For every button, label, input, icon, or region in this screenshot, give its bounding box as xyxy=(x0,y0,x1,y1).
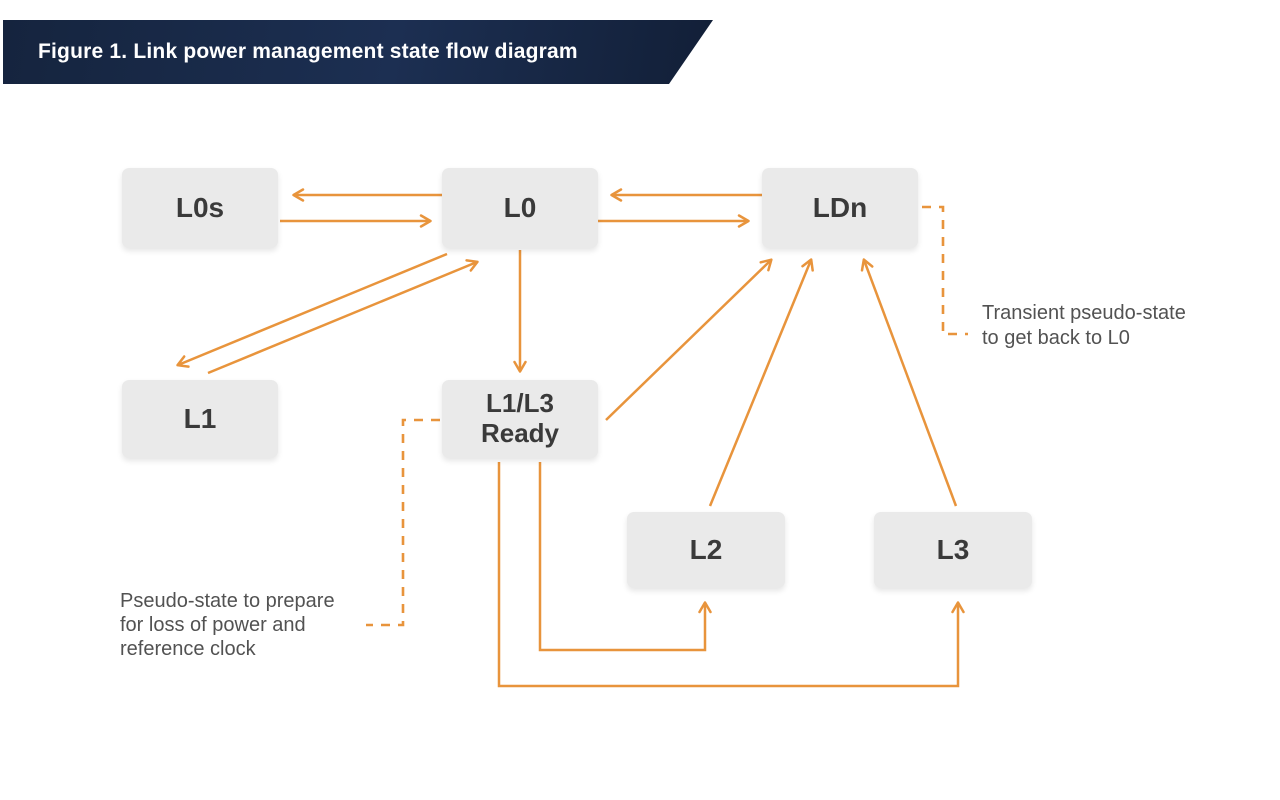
state-node-l2: L2 xyxy=(627,512,785,588)
state-label-ldn: LDn xyxy=(812,191,868,223)
edge-l3-to-ldn xyxy=(860,258,958,507)
state-node-l1l3-ready: L1/L3 Ready xyxy=(442,380,598,458)
edge-l0-to-l1 xyxy=(176,252,448,368)
state-label-l2: L2 xyxy=(689,533,723,565)
edge-l1l3-to-ldn xyxy=(605,258,773,421)
state-node-l1: L1 xyxy=(122,380,278,458)
annotation-transient-pseudo-state: Transient pseudo-state to get back to L0 xyxy=(982,302,1186,349)
state-label-l3: L3 xyxy=(936,533,970,565)
state-label-l1l3-ready: L1/L3 Ready xyxy=(480,388,560,448)
state-label-l1: L1 xyxy=(183,402,217,434)
state-node-ldn: LDn xyxy=(762,168,918,248)
state-label-l0: L0 xyxy=(503,191,537,223)
edge-ldn-to-transient-note xyxy=(922,205,968,336)
figure-title: Figure 1. Link power management state fl… xyxy=(38,40,578,63)
edge-l1-to-l0 xyxy=(207,259,479,375)
edge-l1l3-to-pseudo-note xyxy=(366,418,440,627)
state-node-l3: L3 xyxy=(874,512,1032,588)
state-label-l0s: L0s xyxy=(175,191,225,223)
state-node-l0: L0 xyxy=(442,168,598,248)
state-node-l0s: L0s xyxy=(122,168,278,248)
figure-title-banner: Figure 1. Link power management state fl… xyxy=(3,20,713,84)
edge-l2-to-ldn xyxy=(708,258,814,507)
annotation-pseudo-state-prepare: Pseudo-state to prepare for loss of powe… xyxy=(120,590,335,660)
